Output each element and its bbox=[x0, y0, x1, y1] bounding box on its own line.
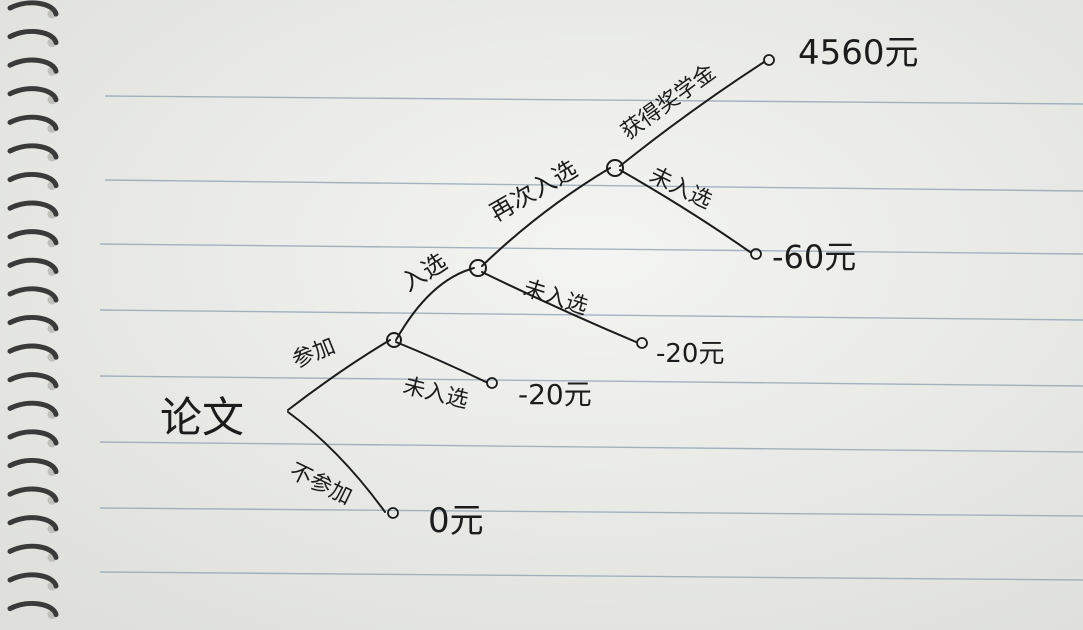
spiral-ring bbox=[7, 572, 59, 589]
ruled-line bbox=[104, 95, 1083, 105]
spiral-ring bbox=[7, 28, 59, 46]
node-selected bbox=[469, 259, 487, 277]
spiral-ring bbox=[7, 343, 59, 360]
spiral-ring bbox=[7, 171, 59, 189]
ruled-line bbox=[99, 309, 1083, 321]
terminal-not-selected-1 bbox=[486, 377, 498, 389]
outcome-not-selected-3: -60元 bbox=[772, 238, 856, 276]
terminal-not-selected-2 bbox=[636, 337, 648, 349]
branch-participate-line bbox=[287, 339, 391, 411]
ruled-line bbox=[99, 375, 1083, 387]
tree-lines bbox=[287, 61, 765, 513]
outcome-award: 4560元 bbox=[798, 33, 919, 73]
ruled-lines bbox=[99, 95, 1083, 581]
spiral-ring bbox=[7, 86, 59, 103]
terminal-not-selected-3 bbox=[750, 248, 762, 260]
ruled-line bbox=[99, 507, 1083, 517]
spiral-ring bbox=[7, 143, 59, 160]
branch-not-selected-2-line bbox=[481, 271, 637, 343]
spiral-ring bbox=[7, 486, 59, 503]
spiral-ring bbox=[7, 200, 59, 217]
outcome-not-selected-2: -20元 bbox=[656, 339, 724, 369]
spiral-ring bbox=[7, 286, 59, 303]
branch-not-selected-1-line bbox=[395, 341, 487, 383]
branch-second-selected-line bbox=[481, 167, 611, 267]
outcome-not-participate: 0元 bbox=[428, 501, 484, 541]
branch-selected-line bbox=[395, 267, 475, 341]
terminal-nodes bbox=[387, 54, 775, 519]
spiral-ring bbox=[7, 57, 59, 74]
root-label: 论文 bbox=[160, 393, 244, 442]
branch-award-line bbox=[619, 61, 765, 167]
spiral-ring bbox=[7, 429, 59, 446]
outcome-not-selected-1: -20元 bbox=[518, 378, 592, 411]
ruled-line bbox=[104, 179, 1083, 192]
spiral-ring bbox=[7, 114, 59, 131]
spiral-ring bbox=[7, 543, 59, 560]
chance-nodes bbox=[386, 159, 624, 348]
ruled-line bbox=[99, 441, 1083, 453]
ruled-line bbox=[99, 571, 1083, 581]
spiral-ring bbox=[7, 229, 59, 246]
node-second-selected bbox=[606, 159, 624, 177]
spiral-ring bbox=[7, 600, 59, 618]
spiral-ring bbox=[7, 457, 59, 475]
ruled-line bbox=[99, 243, 1083, 255]
branch-not-selected-3-line bbox=[619, 169, 751, 253]
spiral-binding bbox=[7, 0, 59, 620]
node-participate bbox=[386, 332, 402, 348]
terminal-not-participate bbox=[387, 507, 399, 519]
spiral-ring bbox=[7, 257, 59, 274]
terminal-award bbox=[763, 54, 775, 66]
spiral-ring bbox=[7, 314, 59, 332]
spiral-ring bbox=[7, 515, 59, 532]
branch-not-participate-line bbox=[287, 411, 386, 513]
spiral-ring bbox=[7, 0, 59, 17]
spiral-ring bbox=[7, 372, 59, 389]
spiral-ring bbox=[7, 400, 59, 417]
